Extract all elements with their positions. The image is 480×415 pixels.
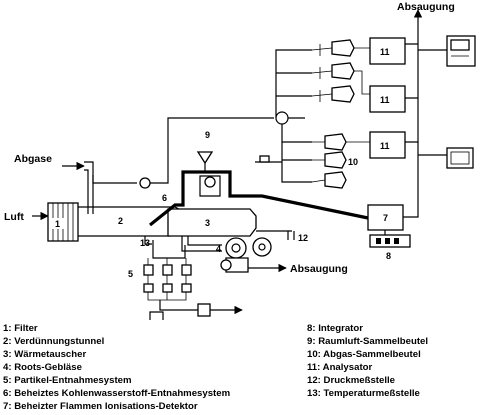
label-8: 8 (386, 251, 391, 261)
label-6: 6 (162, 193, 167, 203)
suction-label-mid: Absaugung (290, 263, 348, 275)
suction-label-top: Absaugung (397, 1, 455, 13)
monitor (418, 147, 474, 169)
heated-hc-sampling-line (149, 170, 369, 227)
legend-item: 12: Druckmeßstelle (307, 375, 395, 386)
cvs-system-diagram: Luft Abgase Absaugung Absaugung 1 2 3 4 … (4, 1, 476, 320)
computer (418, 35, 476, 67)
label-2: 2 (118, 216, 123, 226)
legend-item: 5: Partikel-Entnahmesystem (3, 375, 132, 386)
label-3: 3 (205, 218, 210, 228)
legend-item: 13: Temperaturmeßstelle (307, 388, 420, 399)
legend-left-column: 1: Filter 2: Verdünnungstunnel 3: Wärmet… (3, 322, 230, 413)
label-13: 13 (140, 238, 150, 248)
integrator (369, 230, 411, 248)
legend-item: 2: Verdünnungstunnel (3, 336, 105, 347)
label-11c: 11 (380, 141, 390, 151)
label-4: 4 (216, 244, 221, 254)
temperature-probe (144, 236, 152, 245)
label-1: 1 (55, 219, 60, 229)
legend-item: 4: Roots-Gebläse (3, 362, 82, 373)
air-label: Luft (4, 211, 24, 223)
legend-item: 6: Beheiztes Kohlenwasserstoff-Entnahmes… (3, 388, 231, 399)
particle-sampling-system (143, 240, 243, 320)
legend-item: 1: Filter (3, 323, 38, 334)
legend-item: 8: Integrator (307, 323, 363, 334)
analyzer (346, 9, 423, 159)
legend-item: 10: Abgas-Sammelbeutel (307, 349, 421, 360)
label-11a: 11 (380, 47, 390, 57)
legend: 1: Filter 2: Verdünnungstunnel 3: Wärmet… (0, 322, 480, 415)
filter (47, 202, 79, 242)
label-11b: 11 (380, 95, 390, 105)
exhaust-sample-bag (311, 133, 347, 189)
heat-exchanger (167, 208, 257, 237)
legend-right-column: 8: Integrator 9: Raumluft-Sammelbeutel 1… (307, 322, 428, 400)
heated-fid-detector (367, 142, 419, 231)
label-7: 7 (383, 213, 388, 223)
label-5: 5 (128, 269, 133, 279)
ambient-air-sample-bag (196, 39, 355, 172)
legend-item: 3: Wärmetauscher (3, 349, 87, 360)
label-10: 10 (348, 157, 358, 167)
label-12: 12 (298, 233, 308, 243)
legend-item: 9: Raumluft-Sammelbeutel (307, 336, 429, 347)
legend-item: 11: Analysator (307, 362, 373, 373)
exhaust-label: Abgase (14, 153, 52, 165)
legend-item: 7: Beheizter Flammen Ionisations-Detekto… (3, 401, 198, 412)
sampling-lines (92, 49, 312, 189)
label-9: 9 (205, 130, 210, 140)
exhaust-inlet-pipe (62, 161, 94, 214)
roots-blower (181, 236, 287, 273)
pressure-gauge (256, 230, 295, 240)
